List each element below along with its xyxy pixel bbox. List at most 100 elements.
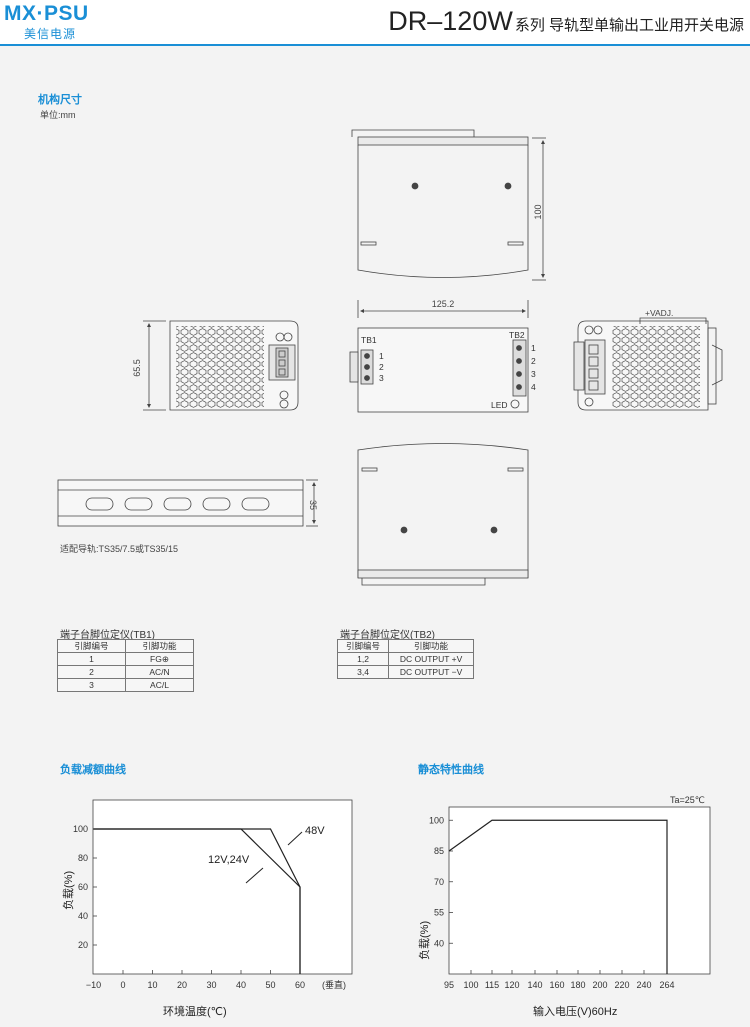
x-tick-label: −10 (86, 980, 101, 990)
tb2-table-caption: 端子台脚位定仪(TB2) (340, 630, 435, 641)
x-tick-label: 100 (463, 980, 478, 990)
tb2-label: TB2 (509, 330, 525, 340)
series-line (93, 828, 301, 974)
tb2-pin-label: 2 (531, 356, 536, 366)
front-view-drawing (349, 300, 529, 413)
vadj-label: +VADJ. (645, 308, 673, 318)
top-view-drawing (351, 129, 546, 281)
static-chart-annotation: Ta=25℃ (670, 795, 705, 805)
table-cell: DC OUTPUT −V (388, 665, 474, 679)
y-tick-label: 40 (78, 911, 88, 921)
logo-text: MX·PSU (4, 2, 89, 25)
x-tick-label: 200 (592, 980, 607, 990)
x-tick-label: 40 (236, 980, 246, 990)
y-tick-label: 20 (78, 940, 88, 950)
series-label-12v-24v: 12V,24V (208, 854, 250, 866)
label-leader-12v-24v (245, 867, 264, 884)
static-chart-title: 静态特性曲线 (418, 764, 484, 776)
title-series: 系列 导轨型单输出工业用开关电源 (514, 17, 744, 34)
tb1-pin-label: 1 (379, 351, 384, 361)
table-header-row: 引脚编号 引脚功能 (57, 639, 194, 653)
table-header-cell: 引脚编号 (336, 639, 390, 653)
x-tick-label: 240 (636, 980, 651, 990)
header-divider (0, 44, 750, 46)
right-side-view-drawing (573, 317, 723, 411)
x-tick-label: 30 (206, 980, 216, 990)
x-tick-label: 60 (295, 980, 305, 990)
x-tick-label: 20 (177, 980, 187, 990)
x-tick-label: 0 (120, 980, 125, 990)
table-cell: AC/L (125, 678, 194, 692)
rail-dimension-label: 35 (308, 500, 318, 510)
table-header-cell: 引脚编号 (57, 639, 126, 653)
y-tick-label: 100 (73, 824, 88, 834)
tb1-pin-label: 2 (379, 362, 384, 372)
y-tick-label: 40 (434, 938, 444, 948)
y-tick-label: 60 (78, 882, 88, 892)
x-tick-label: 50 (265, 980, 275, 990)
led-label: LED (491, 400, 508, 410)
x-tick-label: 115 (485, 980, 499, 990)
static-chart-body: 40 55 70 85 100 95 100 115 120 140 160 180 200 220 240… (429, 806, 711, 990)
plot-area (448, 806, 711, 975)
x-tick-label: 180 (570, 980, 585, 990)
table-cell: AC/N (125, 665, 194, 679)
tb1-label: TB1 (361, 335, 377, 345)
tb1-pin-table: 引脚编号 引脚功能 1 FG⊕ 2 AC/N 3 AC/L (57, 639, 194, 692)
x-tick-label: (垂直) (322, 979, 346, 990)
y-tick-label: 100 (429, 815, 444, 825)
derating-chart-title: 负载减额曲线 (60, 764, 126, 776)
depth-dimension-label: 65.5 (132, 359, 142, 377)
y-tick-label: 85 (434, 846, 444, 856)
static-x-axis-label: 输入电压(V)60Hz (533, 1006, 618, 1018)
logo-subtitle: 美信电源 (24, 27, 77, 41)
tb2-pin-label: 3 (531, 369, 536, 379)
unit-label: 单位:mm (40, 110, 76, 120)
width-dimension-label: 125.2 (432, 299, 455, 309)
table-cell: DC OUTPUT +V (388, 652, 474, 666)
x-tick-label: 140 (527, 980, 542, 990)
table-row: 1,2 DC OUTPUT +V (336, 652, 474, 666)
din-rail-drawing (57, 479, 318, 527)
table-row: 1 FG⊕ (57, 652, 194, 666)
label-leader-48v (287, 831, 303, 846)
y-tick-label: 80 (78, 853, 88, 863)
height-dimension-label: 100 (533, 204, 543, 219)
x-tick-label: 264 (659, 980, 674, 990)
static-y-axis-label: 负载(%) (419, 920, 431, 960)
bottom-view-drawing (357, 443, 529, 586)
tb1-pin-label: 3 (379, 373, 384, 383)
table-cell: 1,2 (336, 652, 390, 666)
series-line (448, 819, 668, 974)
left-side-view-drawing (143, 320, 299, 411)
brand-logo: MX·PSU 美信电源 (4, 2, 114, 41)
table-cell: 3,4 (336, 665, 390, 679)
table-header-cell: 引脚功能 (388, 639, 474, 653)
x-tick-label: 160 (549, 980, 564, 990)
tb2-pin-table: 引脚编号 引脚功能 1,2 DC OUTPUT +V 3,4 DC OUTPUT… (336, 639, 474, 679)
table-cell: 3 (57, 678, 126, 692)
y-tick-label: 70 (434, 877, 444, 887)
x-tick-label: 10 (147, 980, 157, 990)
series-label-48v: 48V (305, 825, 325, 837)
section-dimensions-title: 机构尺寸 (38, 94, 82, 106)
x-tick-label: 220 (614, 980, 629, 990)
table-header-row: 引脚编号 引脚功能 (336, 639, 474, 653)
derating-chart-body: 20 40 60 80 100 −10 0 10 20 30 40 50 60 (垂直) (73, 799, 353, 990)
table-row: 3,4 DC OUTPUT −V (336, 665, 474, 679)
x-tick-label: 120 (504, 980, 519, 990)
rail-note: 适配导轨:TS35/7.5或TS35/15 (60, 544, 179, 554)
table-row: 3 AC/L (57, 678, 194, 692)
derating-x-axis-label: 环境温度(℃) (163, 1006, 227, 1018)
x-tick-label: 95 (444, 980, 454, 990)
title-model: DR–120W (388, 6, 513, 36)
tb2-pin-label: 4 (531, 382, 536, 392)
tb2-pin-label: 1 (531, 343, 536, 353)
y-tick-label: 55 (434, 908, 444, 918)
tb1-table-caption: 端子台脚位定仪(TB1) (60, 630, 155, 641)
